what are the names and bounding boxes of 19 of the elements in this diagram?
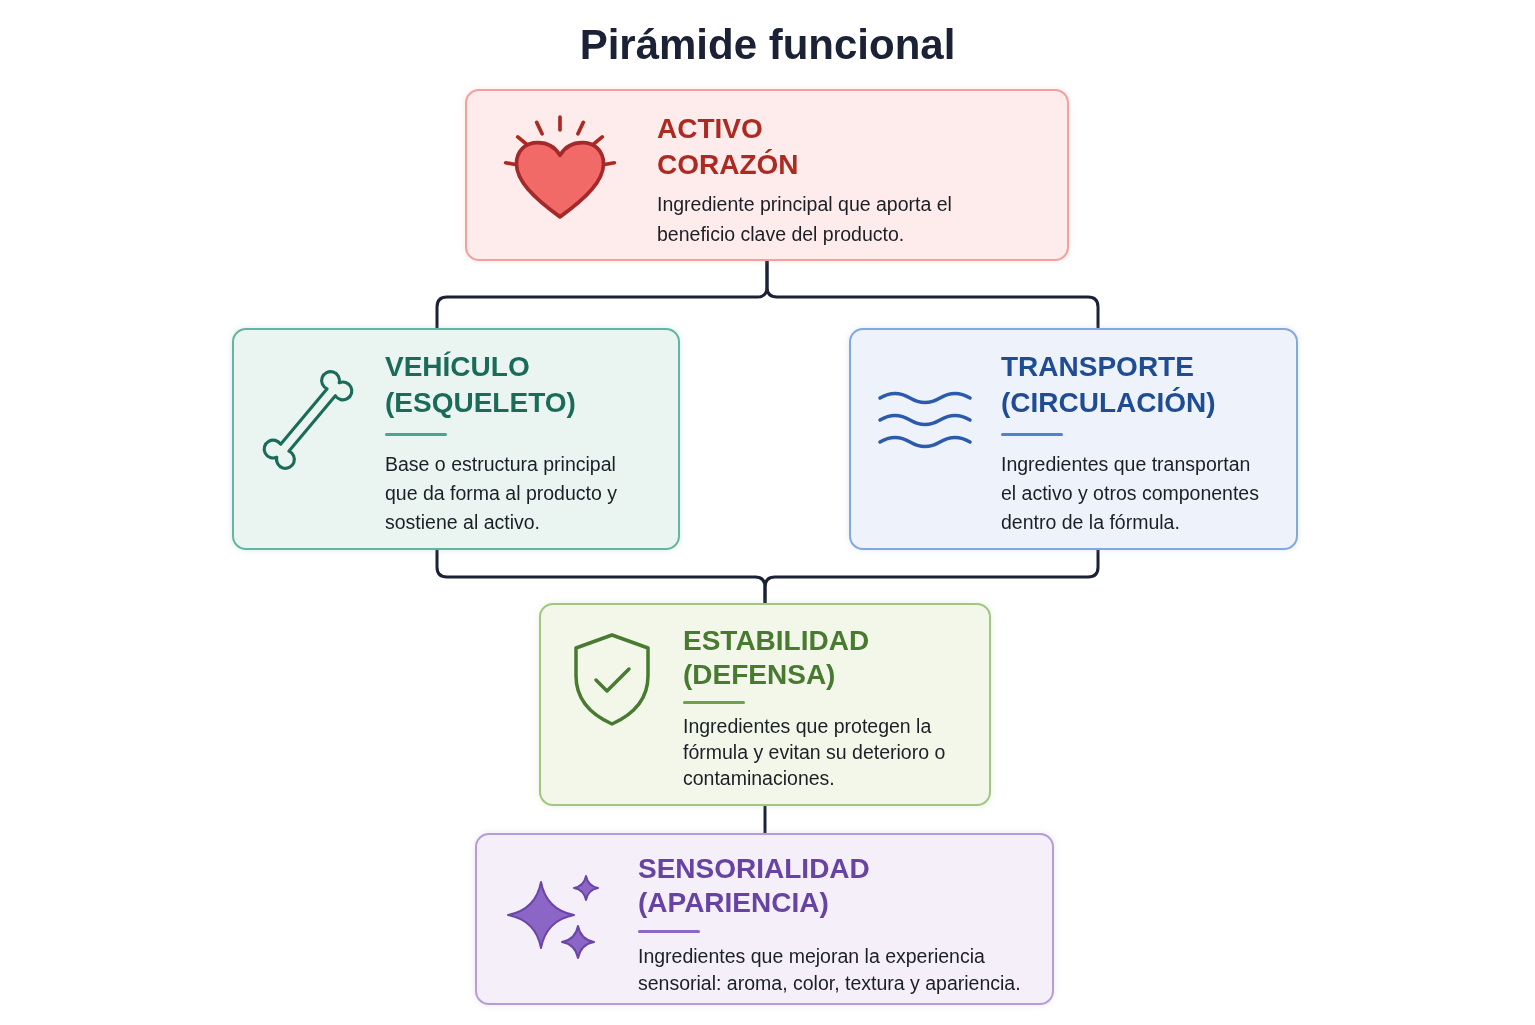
function-card <box>465 89 1069 261</box>
card-heading: VEHÍCULO (ESQUELETO) <box>385 350 577 420</box>
function-card <box>232 328 680 550</box>
connector-line <box>763 806 767 833</box>
connector-line <box>765 261 1100 328</box>
card-description: Ingredientes que mejoran la experiencia sensorial: aroma, color, textura y apariencia. <box>638 944 1022 996</box>
card-heading: ACTIVO CORAZÓN <box>657 112 800 182</box>
card-description: Base o estructura principal que da forma al producto y sostiene al activo. <box>385 452 618 535</box>
diagram-title: Pirámide funcional <box>579 20 956 70</box>
card-description: Ingredientes que transportan el activo y otros componentes dentro de la fórmula. <box>1001 452 1260 535</box>
card-description: Ingredientes que protegen la fórmula y evitan su deterioro o contaminaciones. <box>683 714 947 791</box>
function-card <box>849 328 1298 550</box>
card-heading: SENSORIALIDAD (APARIENCIA) <box>638 852 871 920</box>
function-card <box>539 603 991 806</box>
connector-line <box>763 550 1100 603</box>
card-heading: TRANSPORTE (CIRCULACIÓN) <box>1001 350 1217 420</box>
card-heading: ESTABILIDAD (DEFENSA) <box>683 624 871 692</box>
card-description: Ingrediente principal que aporta el beneficio clave del producto. <box>657 192 953 247</box>
function-card <box>475 833 1054 1005</box>
